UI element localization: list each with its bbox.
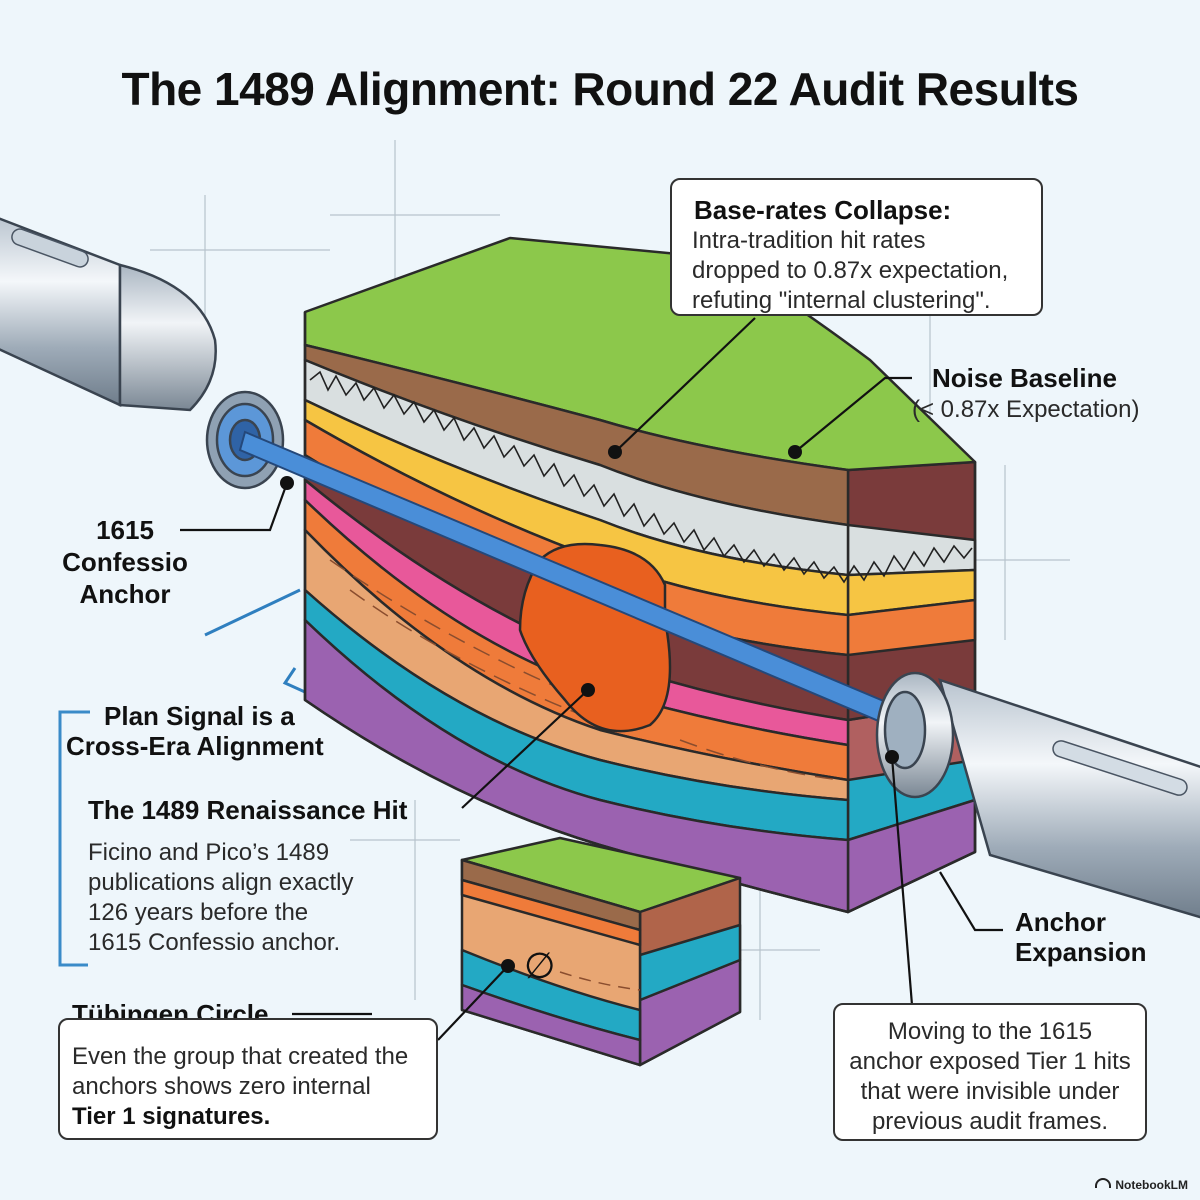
base-rates-line-3: refuting "internal clustering". <box>692 287 991 314</box>
noise-baseline-heading: Noise Baseline <box>932 363 1117 393</box>
renaissance-hit-blob <box>518 542 672 733</box>
brand-name: NotebookLM <box>1115 1178 1188 1192</box>
page-title: The 1489 Alignment: Round 22 Audit Resul… <box>121 63 1079 115</box>
tubingen-line-3: Tier 1 signatures. <box>72 1103 271 1130</box>
base-rates-heading: Base-rates Collapse: <box>694 195 952 225</box>
tubingen-callout: Even the group that created the anchors … <box>58 1018 438 1140</box>
confessio-anchor-line-3: Anchor <box>79 579 171 609</box>
tubingen-line-2: anchors shows zero internal <box>72 1073 371 1100</box>
moving-line-4: previous audit frames. <box>871 1108 1109 1135</box>
leader-lines <box>180 317 1003 1041</box>
confessio-anchor-line-1: 1615 <box>96 515 154 545</box>
base-rates-callout: Base-rates Collapse: Intra-tradition hit… <box>670 178 1043 316</box>
confessio-anchor-label: 1615 Confessio Anchor <box>40 514 210 610</box>
leader-dots <box>280 445 899 973</box>
null-set-icon: ∅ <box>524 945 556 986</box>
renaissance-hit-line-3: 126 years before the <box>88 899 309 926</box>
core-drill-right-icon <box>875 671 1200 919</box>
notebooklm-logo: NotebookLM <box>1095 1178 1188 1192</box>
renaissance-hit-heading: The 1489 Renaissance Hit <box>88 795 408 825</box>
notebooklm-logo-icon <box>1095 1178 1112 1188</box>
noise-signal-line <box>309 370 973 584</box>
renaissance-hit-line-2: publications align exactly <box>88 869 354 896</box>
anchor-expansion-line-1: Anchor <box>1015 907 1106 937</box>
confessio-anchor-line-2: Confessio <box>62 547 188 577</box>
renaissance-hit-line-4: 1615 Confessio anchor. <box>88 929 341 956</box>
base-rates-line-2: dropped to 0.87x expectation, <box>692 257 1009 284</box>
plan-signal-line-2: Cross-Era Alignment <box>66 731 324 761</box>
moving-line-3: that were invisible under <box>860 1078 1120 1105</box>
plan-signal-line-1: Plan Signal is a <box>104 701 295 731</box>
base-rates-line-1: Intra-tradition hit rates <box>692 227 926 254</box>
tubingen-line-1: Even the group that created the <box>72 1043 409 1070</box>
small-strata-block <box>460 836 742 1067</box>
anchor-expansion-line-2: Expansion <box>1015 937 1147 967</box>
renaissance-hit-line-1: Ficino and Pico’s 1489 <box>88 839 330 866</box>
moving-line-2: anchor exposed Tier 1 hits <box>849 1048 1131 1075</box>
noise-baseline-sub: (< 0.87x Expectation) <box>912 396 1140 423</box>
moving-callout: Moving to the 1615 anchor exposed Tier 1… <box>833 1003 1147 1141</box>
main-strata-block <box>303 236 977 914</box>
moving-line-1: Moving to the 1615 <box>887 1018 1093 1045</box>
